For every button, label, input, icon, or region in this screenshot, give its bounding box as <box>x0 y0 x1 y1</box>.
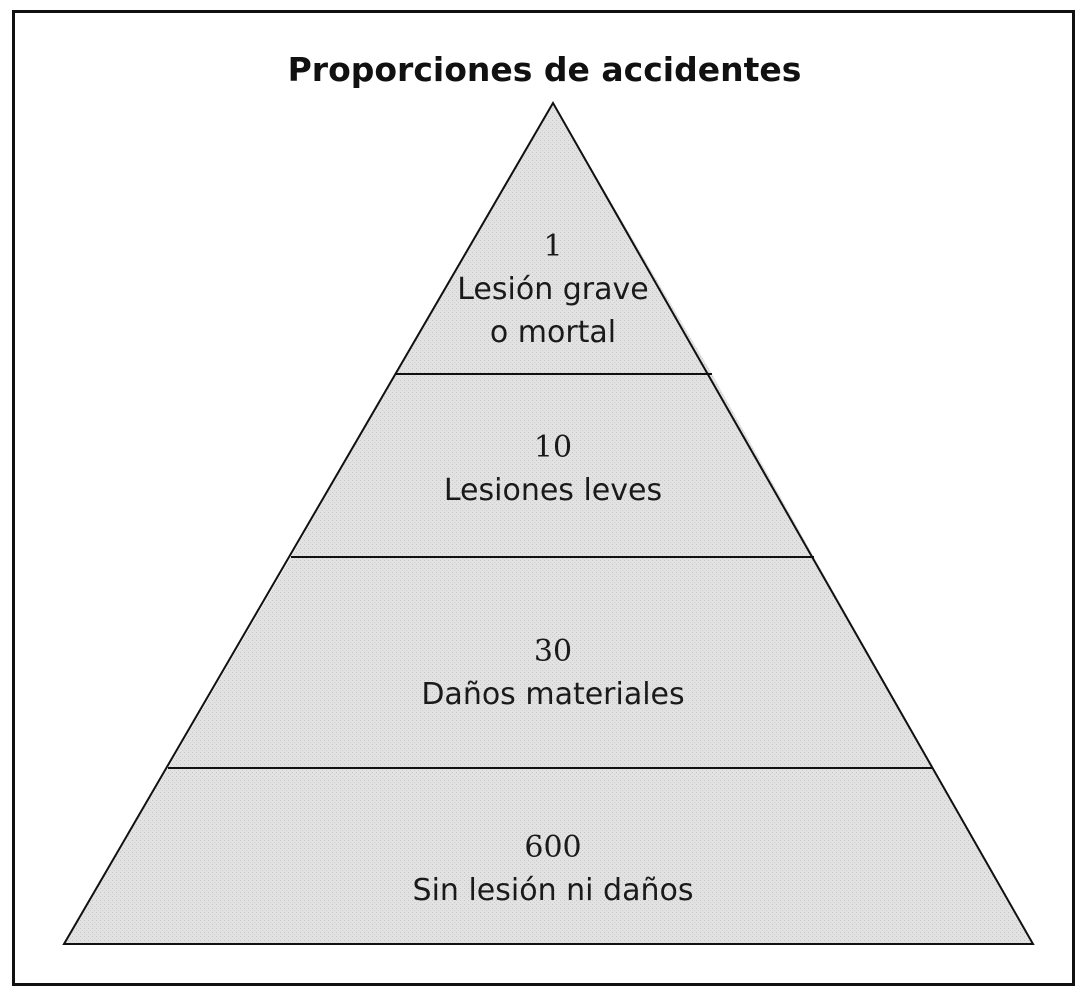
tier-1-text-line-2: o mortal <box>489 315 617 350</box>
pyramid-tier-1 <box>395 103 712 374</box>
pyramid-outline <box>62 100 1035 945</box>
diagram-title: Proporciones de accidentes <box>287 50 802 89</box>
tier-2-label: 10 Lesiones leves <box>353 426 753 512</box>
pyramid-tier-2 <box>291 374 814 557</box>
tier-4-value: 600 <box>524 830 582 865</box>
pyramid-tier-3 <box>168 557 933 768</box>
tier-2-text: Lesiones leves <box>443 473 663 508</box>
tier-2-value: 10 <box>533 430 573 465</box>
tier-1-text-line-1: Lesión grave <box>457 272 649 307</box>
tier-4-text: Sin lesión ni daños <box>412 873 694 908</box>
tier-3-label: 30 Daños materiales <box>353 630 753 716</box>
tier-3-value: 30 <box>533 634 573 669</box>
tier-1-value: 1 <box>543 229 563 264</box>
tier-3-text: Daños materiales <box>421 677 685 712</box>
tier-4-label: 600 Sin lesión ni daños <box>353 826 753 912</box>
tier-1-label: 1 Lesión grave o mortal <box>353 225 753 354</box>
pyramid-tier-4 <box>64 768 1033 944</box>
